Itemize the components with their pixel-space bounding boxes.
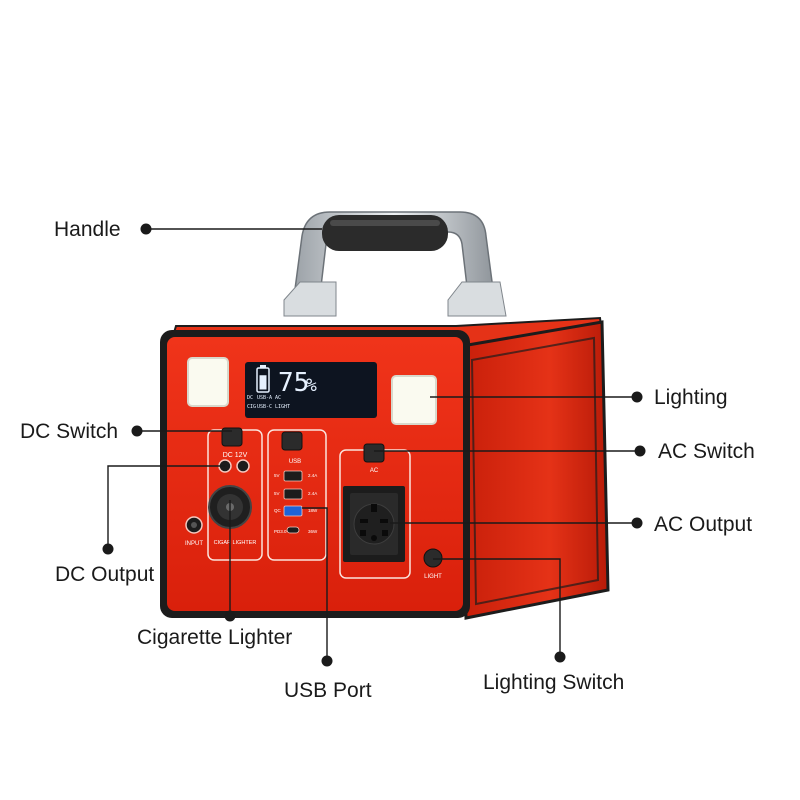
usb-port-right-label: 18W (308, 508, 318, 513)
ac-output-callout: AC Output (654, 513, 752, 536)
usb-port-left-label: PD3.0 (274, 529, 287, 534)
battery-icon (256, 365, 270, 393)
dc-switch-callout: DC Switch (20, 420, 118, 443)
dc-output-port-2[interactable] (236, 459, 250, 473)
usb-a-port[interactable] (283, 505, 303, 517)
usb-port-left-label: 5V (274, 491, 280, 496)
usb-port-left-label: 5V (274, 473, 280, 478)
usb-port-right-label: 36W (308, 529, 318, 534)
lighting-switch-marker-dot (554, 651, 566, 663)
indicator-label: AC (275, 395, 281, 401)
usb-ports: 5V 2.4A 5V 2.4A QC 18W PD3.0 36W (274, 470, 318, 534)
dc-switch-marker-dot (131, 425, 143, 437)
ac-switch-button[interactable] (363, 443, 385, 463)
indicator-label: USB-C (257, 404, 272, 410)
usb-port-right-label: 2.4A (308, 491, 317, 496)
usb-a-port[interactable] (283, 488, 303, 500)
ac-output-marker-dot (631, 517, 643, 529)
battery-percent-text: 75 (278, 368, 309, 398)
handle-callout: Handle (54, 218, 121, 241)
usb-panel-outline (267, 429, 327, 561)
handle-marker-dot (140, 223, 152, 235)
light-label: LIGHT (424, 574, 442, 580)
lighting-switch-button[interactable] (423, 548, 443, 568)
percent-sign: % (306, 375, 317, 396)
input-label: INPUT (185, 541, 203, 547)
handle (283, 211, 507, 317)
dc-output-marker-dot (102, 543, 114, 555)
usb-a-port[interactable] (283, 470, 303, 482)
ac-panel-title: AC (370, 468, 379, 474)
cigarette-lighter-marker-dot (224, 610, 236, 622)
usb-panel-title: USB (289, 459, 301, 465)
usb-port-marker-dot (321, 655, 333, 667)
lighting-switch-callout: Lighting Switch (483, 671, 624, 694)
dc-panel-title: DC 12V (223, 452, 248, 459)
dc-output-callout: DC Output (55, 563, 154, 586)
indicator-label: LIGHT (275, 404, 290, 410)
ac-switch-callout: AC Switch (658, 440, 755, 463)
indicator-label: USB-A (257, 395, 272, 401)
lighting-callout: Lighting (654, 386, 728, 409)
cigar-lighter-label: CIGAR LIGHTER (214, 540, 257, 546)
lighting-marker-dot (631, 391, 643, 403)
dc-switch-button[interactable] (221, 427, 243, 447)
usb-c-port[interactable] (286, 526, 300, 534)
usb-port-callout: USB Port (284, 679, 372, 702)
usb-switch-button[interactable] (281, 431, 303, 451)
indicator-label: DC (247, 395, 253, 401)
ac-outlet[interactable] (343, 486, 405, 562)
usb-port-left-label: QC (274, 508, 282, 513)
ac-switch-marker-dot (634, 445, 646, 457)
usb-port-right-label: 2.4A (308, 473, 317, 478)
lighting-lamp-right (391, 375, 437, 425)
callouts: Handle Lighting DC Switch AC Switch AC O… (20, 218, 755, 702)
indicator-label: CIG (247, 404, 256, 410)
cigarette-lighter-callout: Cigarette Lighter (137, 626, 292, 649)
lighting-lamp-left (187, 357, 229, 407)
